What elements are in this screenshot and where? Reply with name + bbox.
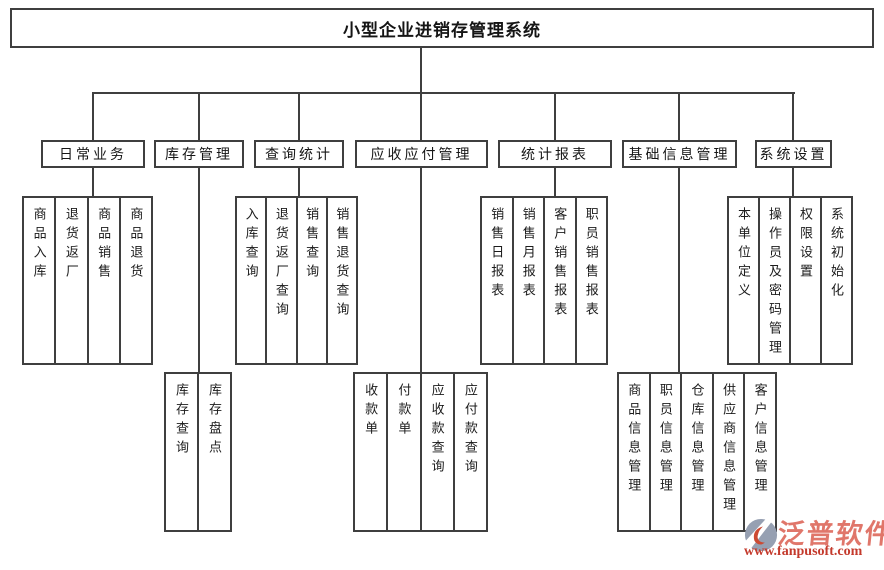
leaf-goods-return: 商品退货 (118, 198, 151, 363)
leaf-warehouse-info: 仓库信息管理 (680, 374, 712, 530)
leaf-customer-sales-report: 客户销售报表 (543, 198, 575, 363)
connector-receivable-children (420, 168, 422, 372)
leaf-goods-inbound: 商品入库 (31, 207, 47, 283)
children-group-daily-business: 商品入库 退货返厂 商品销售 商品退货 (22, 196, 153, 365)
leaf-monthly-sales-report: 销售月报表 (511, 198, 544, 363)
leaf-goods-sales: 商品销售 (86, 198, 119, 363)
connector-query-children (298, 168, 300, 196)
children-group-inventory-management: 库存查询 库存盘点 (164, 372, 232, 532)
node-basic-info-management: 基础信息管理 (622, 140, 737, 168)
connector-bus (92, 92, 795, 94)
connector-drop-daily (92, 93, 94, 140)
node-receivable-payable: 应收应付管理 (355, 140, 488, 168)
node-system-settings: 系统设置 (755, 140, 832, 168)
connector-reports-children (554, 168, 556, 196)
leaf-staff-sales-report: 职员销售报表 (574, 198, 607, 363)
leaf-return-factory-query: 退货返厂查询 (265, 198, 295, 363)
children-group-statistical-reports: 销售日报表 销售月报表 客户销售报表 职员销售报表 (480, 196, 608, 365)
node-inventory-management: 库存管理 (154, 140, 244, 168)
leaf-receivable-query: 应收款查询 (419, 374, 453, 530)
leaf-sales-return-query: 销售退货查询 (325, 198, 356, 363)
connector-drop-query (298, 93, 300, 140)
connector-drop-receivable (420, 93, 422, 140)
leaf-daily-sales-report: 销售日报表 (489, 207, 505, 302)
leaf-customer-info: 客户信息管理 (743, 374, 775, 530)
leaf-return-to-factory: 退货返厂 (54, 198, 86, 363)
fanpu-logo-icon (744, 518, 778, 552)
leaf-sales-query: 销售查询 (295, 198, 326, 363)
watermark: 泛普软件 www.fanpusoft.com (742, 512, 884, 568)
leaf-company-definition: 本单位定义 (736, 207, 751, 302)
leaf-permission-settings: 权限设置 (789, 198, 820, 363)
connector-inventory-children (198, 168, 200, 372)
leaf-receipt-form: 收款单 (363, 383, 379, 440)
leaf-stocktaking: 库存盘点 (197, 374, 230, 530)
leaf-operator-password: 操作员及密码管理 (758, 198, 789, 363)
children-group-system-settings: 本单位定义 操作员及密码管理 权限设置 系统初始化 (727, 196, 853, 365)
leaf-system-init: 系统初始化 (820, 198, 851, 363)
connector-daily-children (92, 168, 94, 196)
children-group-basic-info: 商品信息管理 职员信息管理 仓库信息管理 供应商信息管理 客户信息管理 (617, 372, 777, 532)
connector-basicinfo-children (678, 168, 680, 372)
children-group-receivable-payable: 收款单 付款单 应收款查询 应付款查询 (353, 372, 488, 532)
node-query-statistics: 查询统计 (254, 140, 344, 168)
leaf-payment-form: 付款单 (386, 374, 419, 530)
children-group-query-statistics: 入库查询 退货返厂查询 销售查询 销售退货查询 (235, 196, 358, 365)
leaf-supplier-info: 供应商信息管理 (711, 374, 744, 530)
connector-drop-reports (554, 93, 556, 140)
node-statistical-reports: 统计报表 (498, 140, 612, 168)
leaf-staff-info: 职员信息管理 (648, 374, 681, 530)
connector-drop-basicinfo (678, 93, 680, 140)
chart-title: 小型企业进销存管理系统 (10, 8, 874, 48)
leaf-inventory-query: 库存查询 (174, 383, 189, 459)
leaf-payable-query: 应付款查询 (452, 374, 486, 530)
watermark-url: www.fanpusoft.com (744, 544, 863, 559)
node-daily-business: 日常业务 (41, 140, 145, 168)
connector-drop-settings (792, 93, 794, 140)
connector-settings-children (792, 168, 794, 196)
leaf-goods-info: 商品信息管理 (626, 383, 642, 497)
leaf-inbound-query: 入库查询 (243, 207, 259, 283)
connector-title-drop (420, 48, 422, 93)
connector-drop-inventory (198, 93, 200, 140)
